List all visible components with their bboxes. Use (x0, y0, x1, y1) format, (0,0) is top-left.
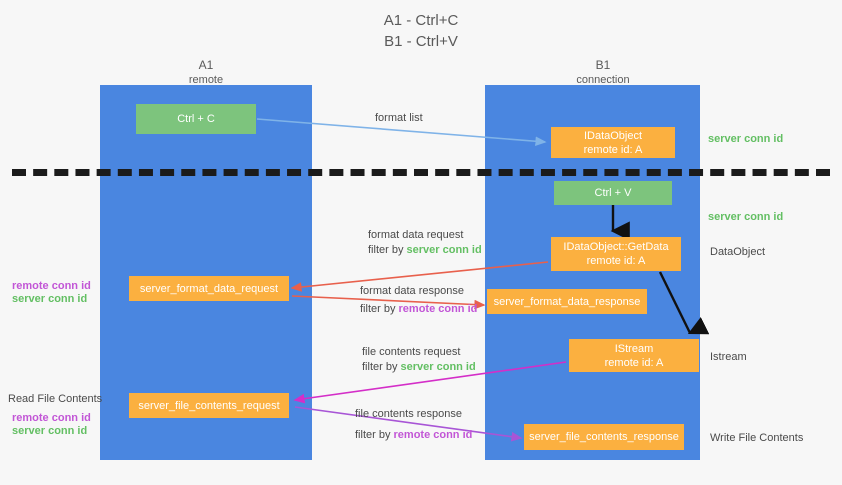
left-label-read-file-contents: Read File Contents (8, 393, 103, 405)
left-label-remote-conn-id-2: remote conn id (12, 412, 91, 424)
left-label-server-conn-id-1: server conn id (12, 293, 88, 305)
box-ctrl-v-label: Ctrl + V (594, 187, 632, 199)
left-label-remote-conn-id-1: remote conn id (12, 280, 91, 292)
column-header-b1-subtitle: connection (576, 74, 630, 86)
filter-value-3: server conn id (400, 361, 476, 373)
box-istream-line2: remote id: A (604, 356, 664, 369)
box-ctrl-c-label: Ctrl + C (177, 113, 215, 125)
arrow-label-file-contents-request-text: file contents request (362, 346, 461, 358)
title-line-1: A1 - Ctrl+C (383, 12, 459, 29)
box-server-format-data-response-label: server_format_data_response (493, 295, 641, 308)
box-server-file-contents-response[interactable]: server_file_contents_response (524, 424, 684, 450)
arrow-label-file-contents-request-filter: filter by server conn id (362, 360, 476, 375)
right-label-server-conn-id-1: server conn id (708, 133, 784, 145)
arrow-label-file-contents-response: file contents response filter by remote … (355, 407, 472, 443)
arrow-label-format-list-text: format list (375, 112, 423, 124)
box-ctrl-v[interactable]: Ctrl + V (554, 181, 672, 205)
column-header-a1-name: A1 (198, 58, 214, 72)
arrow-label-format-data-request-text: format data request (368, 229, 464, 241)
arrow-label-format-data-response-text: format data response (360, 285, 464, 297)
column-header-a1: A1 remote (126, 58, 286, 88)
filter-prefix-1: filter by (368, 244, 407, 256)
box-idataobject-line1: IDataObject (583, 129, 643, 142)
arrow-label-format-data-request-filter: filter by server conn id (368, 243, 482, 258)
box-server-format-data-request[interactable]: server_format_data_request (129, 276, 289, 301)
dashed-divider (12, 169, 830, 176)
filter-value-2: remote conn id (398, 303, 478, 315)
column-header-b1: B1 connection (523, 58, 683, 88)
column-header-a1-subtitle: remote (188, 74, 224, 86)
filter-value-1: server conn id (406, 244, 482, 256)
box-idataobject-line2: remote id: A (583, 143, 643, 156)
right-label-dataobject: DataObject (710, 246, 766, 258)
box-getdata-line2: remote id: A (586, 255, 646, 267)
box-server-file-contents-request[interactable]: server_file_contents_request (129, 393, 289, 418)
box-server-file-contents-response-label: server_file_contents_response (529, 431, 679, 443)
box-getdata-line1: IDataObject::GetData (563, 241, 669, 253)
title-line-2: B1 - Ctrl+V (384, 33, 458, 50)
arrow-label-file-contents-response-filter: filter by remote conn id (355, 428, 472, 443)
right-label-write-file-contents: Write File Contents (710, 432, 804, 444)
arrow-label-file-contents-request: file contents request filter by server c… (362, 345, 476, 375)
arrow-label-file-contents-response-text: file contents response (355, 408, 463, 420)
filter-prefix-3: filter by (362, 361, 401, 373)
right-label-server-conn-id-2: server conn id (708, 211, 784, 223)
filter-prefix-4: filter by (355, 429, 394, 441)
arrow-label-format-data-response: format data response filter by remote co… (360, 284, 477, 317)
box-idataobject[interactable]: IDataObject remote id: A (551, 127, 675, 158)
filter-value-4: remote conn id (393, 429, 473, 441)
box-getdata[interactable]: IDataObject::GetData remote id: A (551, 237, 681, 271)
box-server-file-contents-request-label: server_file_contents_request (138, 399, 280, 412)
arrow-label-format-data-request: format data request filter by server con… (368, 228, 482, 258)
filter-prefix-2: filter by (360, 303, 399, 315)
arrow-label-format-list: format list (375, 111, 423, 126)
column-header-b1-name: B1 (595, 58, 611, 72)
box-istream-line1: IStream (614, 342, 654, 355)
arrow-label-format-data-response-filter: filter by remote conn id (360, 302, 477, 317)
left-label-server-conn-id-2: server conn id (12, 425, 88, 437)
page-title: A1 - Ctrl+C B1 - Ctrl+V (0, 10, 842, 52)
box-server-format-data-response[interactable]: server_format_data_response (487, 289, 647, 314)
right-label-istream: Istream (710, 351, 747, 363)
box-server-format-data-request-label: server_format_data_request (139, 282, 279, 295)
box-istream[interactable]: IStream remote id: A (569, 339, 699, 372)
box-ctrl-c[interactable]: Ctrl + C (136, 104, 256, 134)
